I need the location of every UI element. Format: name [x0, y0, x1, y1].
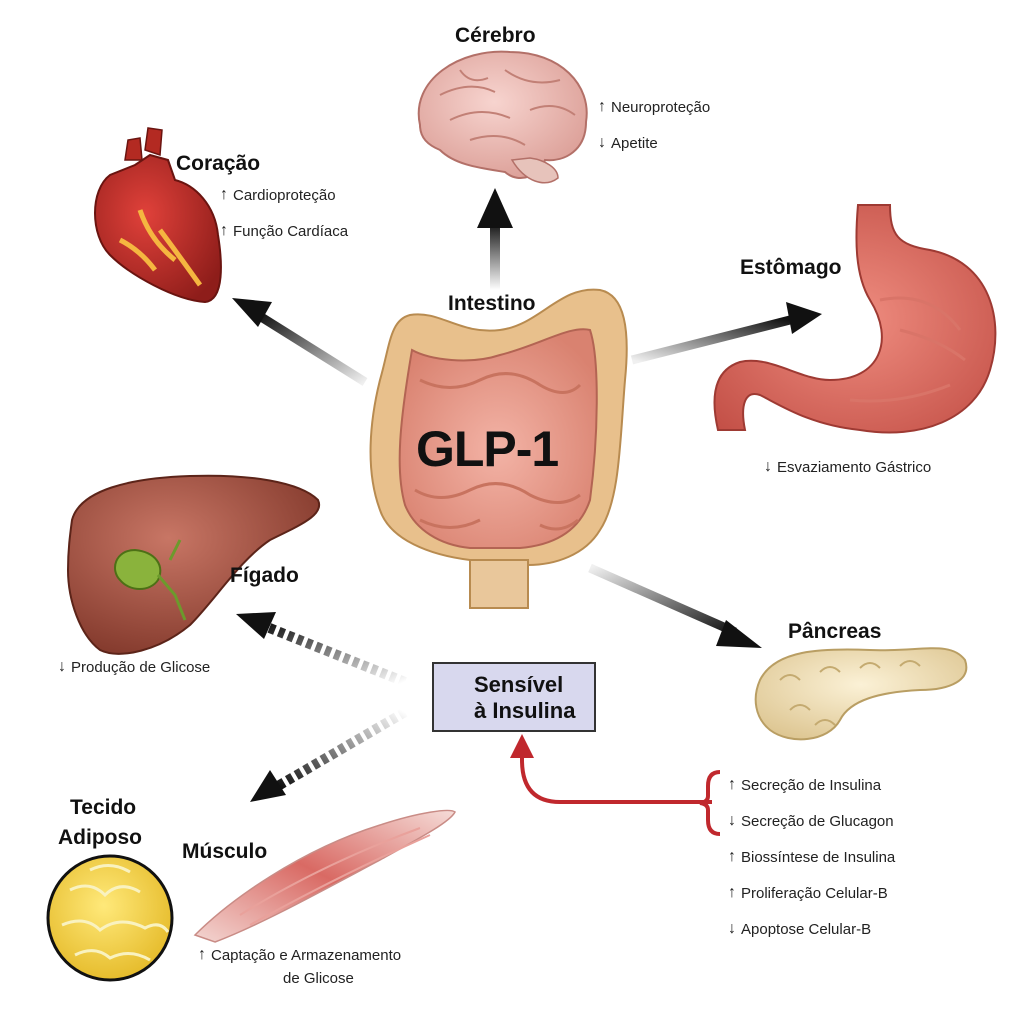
adipose-label-line1: Tecido — [70, 796, 137, 819]
stomach-effect-1: ↓Esvaziamento Gástrico — [764, 458, 932, 476]
down-arrow-icon: ↓ — [598, 134, 606, 151]
adipose-label-line2: Adiposo — [58, 826, 142, 849]
pancreas-effect-1: ↑Secreção de Insulina — [728, 776, 882, 794]
muscle-effect-line2: de Glicose — [283, 970, 354, 987]
pancreas-illustration — [754, 647, 968, 741]
muscle-illustration — [193, 809, 456, 943]
stomach-label: Estômago — [740, 256, 842, 279]
up-arrow-icon: ↑ — [728, 848, 736, 865]
up-arrow-icon: ↑ — [220, 186, 228, 203]
center-label: GLP-1 — [416, 421, 559, 477]
brain-effect-1: ↑Neuroproteção — [598, 98, 711, 116]
down-arrow-icon: ↓ — [728, 920, 736, 937]
stomach-illustration — [713, 204, 997, 434]
feedback-arrow — [510, 734, 721, 836]
arrow-to-pancreas — [588, 563, 762, 648]
liver-label: Fígado — [230, 564, 299, 587]
brain-label: Cérebro — [455, 24, 536, 47]
dashed-arrow-to-liver — [236, 612, 407, 687]
insulin-sensitivity-box: Sensível à Insulina — [432, 662, 596, 732]
down-arrow-icon: ↓ — [764, 458, 772, 475]
muscle-label: Músculo — [182, 840, 268, 863]
pancreas-effect-4: ↑Proliferação Celular-B — [728, 884, 888, 902]
adipose-tissue-illustration — [46, 854, 174, 982]
arrow-to-heart — [232, 298, 368, 386]
arrow-to-brain — [477, 188, 513, 290]
up-arrow-icon: ↑ — [198, 946, 206, 963]
box-line2: à Insulina — [474, 698, 576, 723]
up-arrow-icon: ↑ — [728, 884, 736, 901]
dashed-arrow-to-adipose-muscle — [250, 707, 408, 802]
brain-illustration — [417, 50, 588, 184]
box-line1: Sensível — [474, 672, 564, 697]
heart-effect-2: ↑Função Cardíaca — [220, 222, 349, 240]
intestine-illustration — [369, 288, 628, 609]
heart-illustration — [94, 127, 222, 304]
down-arrow-icon: ↓ — [58, 658, 66, 675]
pancreas-effect-3: ↑Biossíntese de Insulina — [728, 848, 896, 866]
heart-label: Coração — [176, 152, 261, 175]
liver-illustration — [66, 474, 321, 655]
heart-effect-1: ↑Cardioproteção — [220, 186, 336, 204]
liver-effect-1: ↓Produção de Glicose — [58, 658, 211, 676]
brain-effect-2: ↓Apetite — [598, 134, 658, 152]
pancreas-effect-2: ↓Secreção de Glucagon — [728, 812, 894, 830]
up-arrow-icon: ↑ — [598, 98, 606, 115]
intestine-label: Intestino — [448, 292, 536, 315]
pancreas-effect-5: ↓Apoptose Celular-B — [728, 920, 872, 938]
pancreas-label: Pâncreas — [788, 620, 882, 643]
up-arrow-icon: ↑ — [220, 222, 228, 239]
down-arrow-icon: ↓ — [728, 812, 736, 829]
up-arrow-icon: ↑ — [728, 776, 736, 793]
arrow-to-stomach — [630, 302, 822, 365]
muscle-effect-line1: ↑Captação e Armazenamento — [198, 946, 402, 964]
